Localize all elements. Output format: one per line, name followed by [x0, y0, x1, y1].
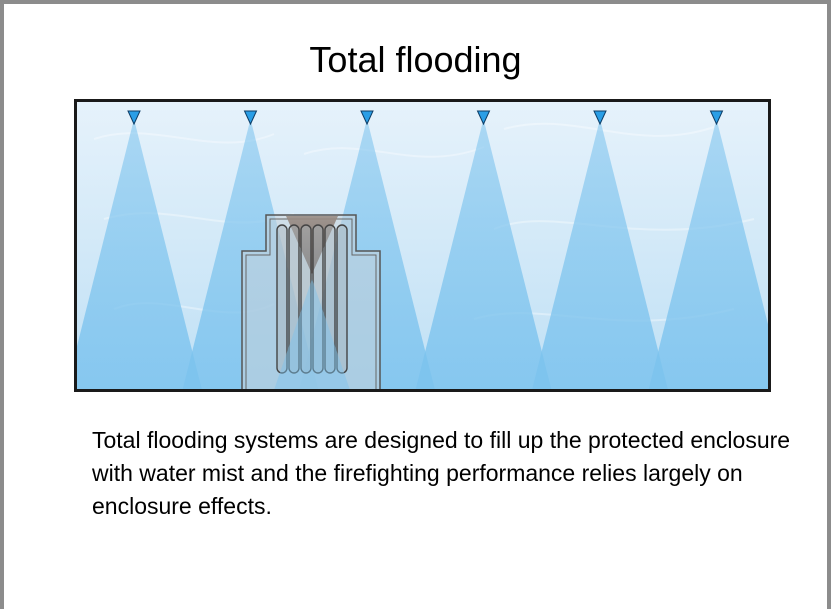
nozzle-icon — [709, 110, 724, 126]
caption-text: Total flooding systems are designed to f… — [92, 427, 791, 519]
nozzles — [127, 110, 724, 126]
spray-cone — [532, 119, 668, 390]
enclosure-diagram — [74, 99, 771, 392]
frame-border-right — [827, 0, 831, 609]
nozzle-icon — [593, 110, 607, 126]
enclosure-border — [74, 99, 771, 392]
nozzle-icon — [127, 110, 141, 126]
spray-cone — [415, 119, 552, 390]
nozzle-icon — [360, 110, 374, 126]
equipment-icon — [241, 214, 381, 391]
spray-cone — [648, 119, 771, 390]
nozzle-icon — [243, 110, 258, 126]
nozzle-icon — [476, 110, 491, 126]
page-title: Total flooding — [309, 39, 522, 80]
spray-cone — [74, 119, 202, 390]
frame-border-top — [0, 0, 831, 4]
frame-border-left — [0, 0, 4, 609]
